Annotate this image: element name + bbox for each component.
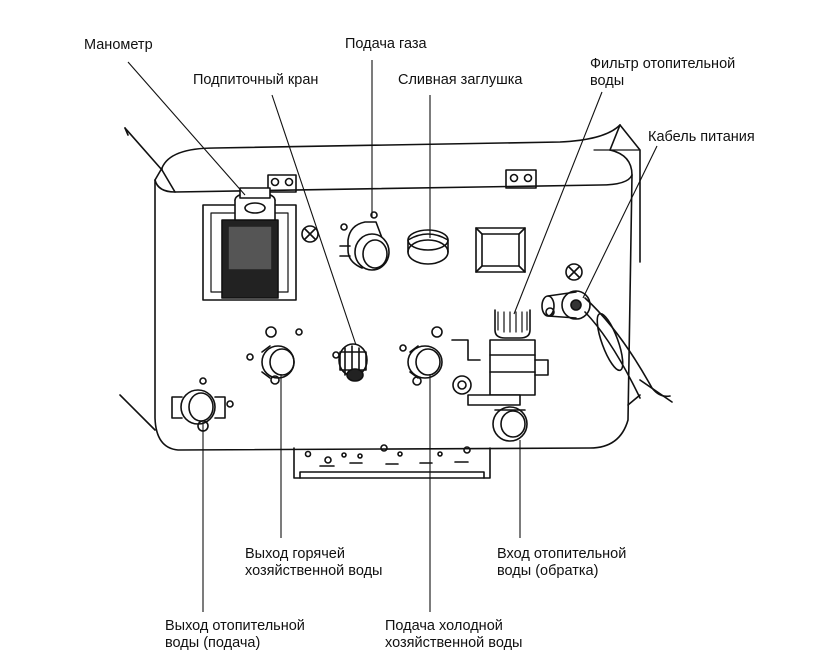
label-heating-supply: Выход отопительной воды (подача) <box>165 618 305 651</box>
leader-power <box>582 145 658 299</box>
mounting-tab-left <box>267 174 297 193</box>
leader-makeup <box>271 94 357 346</box>
leader-manometer <box>127 61 246 196</box>
mounting-tab-right <box>505 169 537 189</box>
cold-water-inlet-fitting <box>399 326 443 386</box>
label-power-cable: Кабель питания <box>648 129 755 145</box>
power-cable <box>541 290 671 399</box>
makeup-valve <box>332 343 368 382</box>
heating-return-fitting <box>492 406 528 442</box>
label-manometer: Манометр <box>84 37 153 53</box>
gas-supply-fitting <box>339 211 390 271</box>
heating-supply-fitting <box>171 377 234 432</box>
label-heating-filter: Фильтр отопительной воды <box>590 56 736 89</box>
dhw-outlet-fitting <box>246 326 303 385</box>
leader-lines <box>127 60 658 612</box>
heating-filter <box>451 307 555 406</box>
label-gas-supply: Подача газа <box>345 36 427 52</box>
drain-plug <box>407 229 449 265</box>
boiler-housing <box>119 124 673 451</box>
manometer <box>202 187 297 301</box>
label-makeup-valve: Подпиточный кран <box>193 72 319 88</box>
label-heating-return: Вход отопительной воды (обратка) <box>497 546 627 579</box>
label-drain-plug: Сливная заглушка <box>398 72 523 88</box>
leader-filter <box>513 91 603 315</box>
inspection-window <box>475 227 526 273</box>
mounting-bracket <box>293 444 491 479</box>
label-cold-water-inlet: Подача холодной хозяйственной воды <box>385 618 523 651</box>
label-dhw-outlet: Выход горячей хозяйственной воды <box>245 546 383 579</box>
screw-right <box>565 263 583 281</box>
screw-left <box>301 225 319 243</box>
